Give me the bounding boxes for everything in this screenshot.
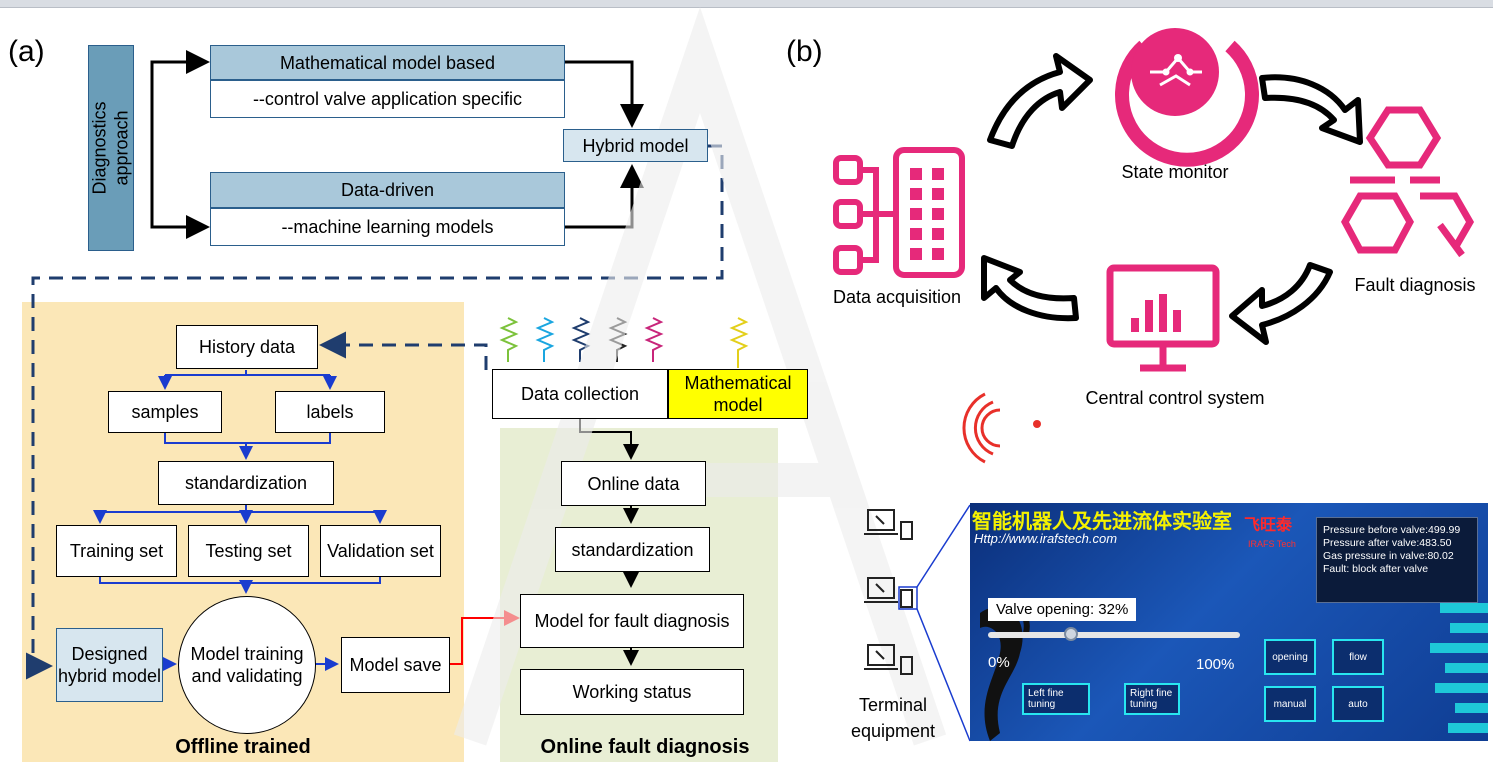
slider-knob[interactable] xyxy=(1064,627,1078,641)
control-panel-screenshot: 智能机器人及先进流体实验室 飞旺泰 IRAFS Tech Http://www.… xyxy=(970,503,1488,741)
designed-hybrid-model-box: Designed hybrid model xyxy=(56,628,163,702)
history-data-box: History data xyxy=(176,325,318,369)
state-monitor-icon xyxy=(1115,28,1259,167)
valve-opening-slider[interactable] xyxy=(988,632,1240,638)
fault-diagnosis-icon xyxy=(1340,106,1475,258)
samples-box: samples xyxy=(108,391,222,433)
opening-button[interactable]: opening xyxy=(1264,639,1316,675)
top-border-bar xyxy=(0,0,1493,8)
arrow-to-central xyxy=(1229,262,1333,345)
info-line: Gas pressure in valve:80.02 xyxy=(1323,550,1454,562)
model-training-circle: Model training and validating xyxy=(178,596,316,734)
data-collection-box: Data collection xyxy=(492,369,668,419)
working-status-box: Working status xyxy=(520,669,744,715)
flow-button[interactable]: flow xyxy=(1332,639,1384,675)
online-fault-caption: Online fault diagnosis xyxy=(540,736,750,758)
info-line: Fault: block after valve xyxy=(1323,563,1429,575)
manual-button[interactable]: manual xyxy=(1264,686,1316,722)
math-model-title: Mathematical model based xyxy=(210,45,565,80)
mathematical-model-box: Mathematical model xyxy=(668,369,808,419)
data-driven-subtitle: --machine learning models xyxy=(210,208,565,246)
wireless-signal-icon xyxy=(962,392,1041,464)
central-control-label: Central control system xyxy=(1085,388,1265,408)
data-acquisition-label: Data acquisition xyxy=(832,287,962,307)
fault-diagnosis-label: Fault diagnosis xyxy=(1354,275,1476,295)
lab-logo-text: 飞旺泰 xyxy=(1244,517,1293,534)
state-monitor-label: State monitor xyxy=(1121,162,1229,182)
testing-set-box: Testing set xyxy=(188,525,309,577)
panel-label-b: (b) xyxy=(786,35,823,68)
math-model-subtitle: --control valve application specific xyxy=(210,80,565,118)
terminal-device-icon-1 xyxy=(864,509,913,540)
data-driven-title: Data-driven xyxy=(210,172,565,208)
lab-title: 智能机器人及先进流体实验室 xyxy=(972,511,1232,533)
standardization-box: standardization xyxy=(158,461,334,505)
arrow-to-state-monitor xyxy=(987,53,1093,149)
online-standardization-box: standardization xyxy=(555,527,710,572)
panel-label-a: (a) xyxy=(8,35,45,68)
fault-model-box: Model for fault diagnosis xyxy=(520,594,744,648)
terminal-device-icon-3 xyxy=(864,644,913,675)
lab-url: Http://www.irafstech.com xyxy=(974,531,1118,546)
offline-trained-caption: Offline trained xyxy=(175,736,311,758)
training-set-box: Training set xyxy=(56,525,177,577)
valve-opening-label: Valve opening: 32% xyxy=(988,598,1137,621)
validation-set-box: Validation set xyxy=(320,525,441,577)
model-save-box: Model save xyxy=(341,637,450,693)
online-data-box: Online data xyxy=(561,461,706,506)
data-acquisition-icon xyxy=(833,147,965,278)
terminal-equipment-label: Terminal equipment xyxy=(850,695,936,741)
lab-logo-tag: IRAFS Tech xyxy=(1248,539,1296,549)
hybrid-model-box: Hybrid model xyxy=(563,129,708,162)
slider-max-label: 100% xyxy=(1196,656,1235,673)
terminal-device-icon-2 xyxy=(864,577,913,608)
right-fine-tuning-button[interactable]: Right fine tuning xyxy=(1124,683,1180,715)
arrow-to-fault xyxy=(1259,74,1363,145)
diagnostics-approach-label: Diagnostics approach xyxy=(90,101,133,195)
labels-box: labels xyxy=(275,391,385,433)
info-line: Pressure before valve:499.99 xyxy=(1323,524,1461,536)
info-line: Pressure after valve:483.50 xyxy=(1323,537,1452,549)
left-fine-tuning-button[interactable]: Left fine tuning xyxy=(1022,683,1090,715)
pressure-info-panel: Pressure before valve:499.99 Pressure af… xyxy=(1316,517,1478,603)
slider-min-label: 0% xyxy=(988,654,1010,671)
arrow-to-acquisition xyxy=(981,255,1079,322)
diagnostics-approach-box: Diagnostics approach xyxy=(88,45,134,251)
dragon-logo xyxy=(980,603,1488,741)
central-control-icon xyxy=(1106,264,1220,372)
auto-button[interactable]: auto xyxy=(1332,686,1384,722)
